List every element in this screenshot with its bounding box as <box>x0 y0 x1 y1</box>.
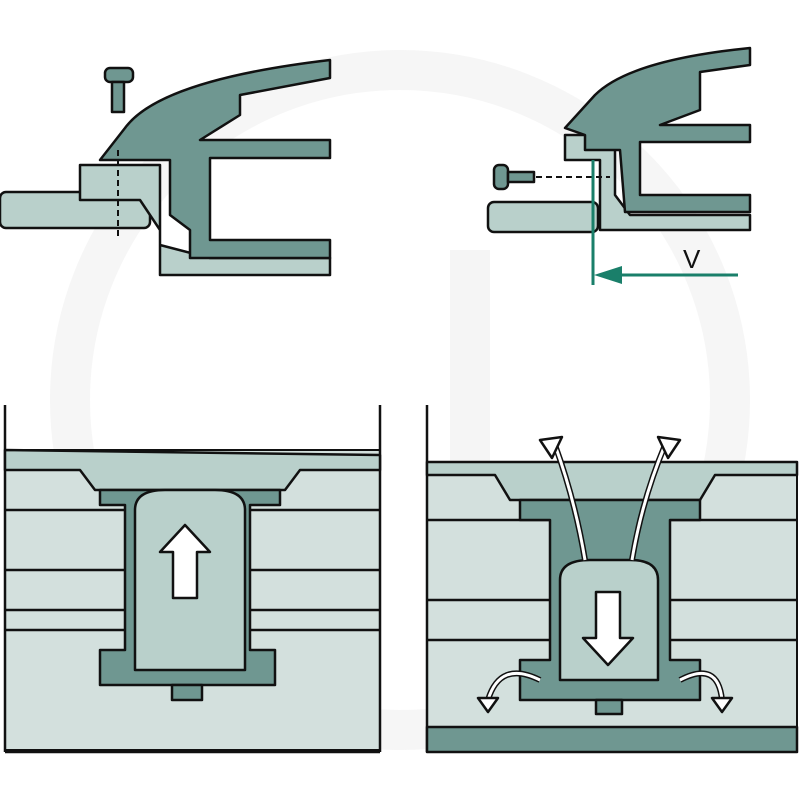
drain-nipple <box>170 683 204 702</box>
seal-light <box>78 163 332 277</box>
drain-nipple <box>594 698 624 716</box>
arrow-down-icon <box>581 590 635 667</box>
clip-profile <box>563 46 752 214</box>
rivet-head <box>492 163 510 191</box>
arrow-down-left-icon <box>476 696 500 714</box>
seal-light <box>563 133 752 232</box>
dimension-label: V <box>683 244 701 274</box>
dimension-arrow <box>594 266 622 284</box>
screw-mounting-view <box>0 58 332 277</box>
roof-profile <box>3 448 382 492</box>
arrow-up-icon <box>158 523 212 600</box>
rivet-shank <box>506 170 536 184</box>
panel <box>486 200 600 234</box>
arrow-down-right-icon <box>710 696 734 714</box>
vent-closed-view <box>3 405 382 754</box>
rivet-mounting-view <box>486 46 752 285</box>
screw-shank <box>110 80 126 114</box>
clip-profile <box>98 58 332 260</box>
arrow-up-left-icon <box>538 435 564 460</box>
floor-panel <box>425 725 799 754</box>
vent-open-view <box>425 405 799 754</box>
arrow-up-right-icon <box>656 435 682 460</box>
screw-head <box>103 66 135 84</box>
